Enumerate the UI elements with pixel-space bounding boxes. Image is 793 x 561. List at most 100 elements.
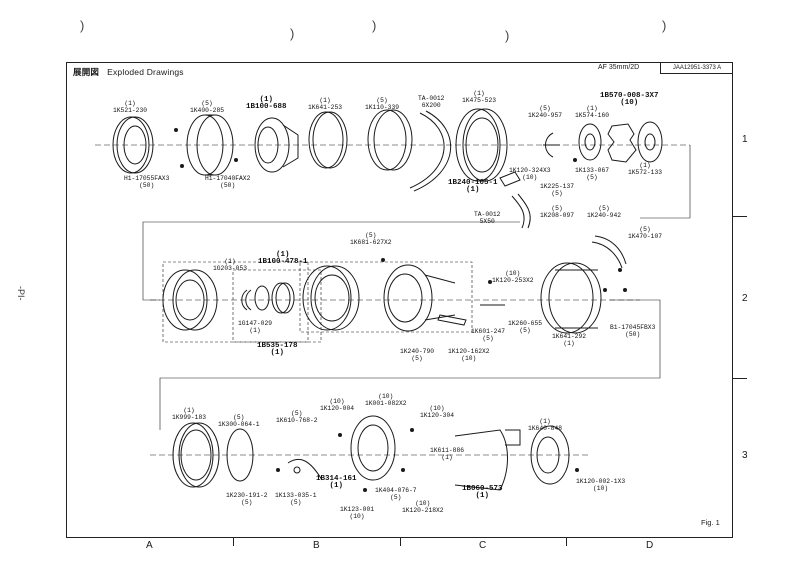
part-label: 1K120-002-1X3(10)	[576, 478, 626, 492]
part-label: (10)1K120-304	[420, 405, 455, 419]
part-label: (10)1K120-004	[320, 398, 355, 412]
row-connector-lines	[142, 145, 691, 430]
part-1g147-029-lens	[254, 285, 270, 311]
part-label: 1K133-035-1(5)	[275, 492, 317, 506]
part-label: (1)1B100-688	[246, 96, 287, 111]
drawing-title: 展開図 Exploded Drawings	[73, 66, 184, 78]
title-english: Exploded Drawings	[107, 67, 184, 77]
part-1k521-230-ring	[112, 116, 154, 174]
part-1b570-008-diaphragm	[607, 123, 637, 163]
part-label: 1K611-886(1)	[430, 447, 465, 461]
part-label: (1)1K641-253	[308, 97, 343, 111]
scan-mark: )	[505, 28, 510, 43]
column-label-c: C	[479, 540, 487, 551]
part-label: 1K133-067(5)	[575, 167, 610, 181]
part-label: 1K601-247(5)	[471, 328, 506, 342]
part-1k470-107-flex	[591, 235, 627, 269]
part-1k574-160-plate	[578, 123, 602, 161]
part-label: 1B570-008-3X7(10)	[600, 92, 659, 107]
part-label: 1G147-029(1)	[238, 320, 273, 334]
part-label: (1)1K521-230	[113, 100, 148, 114]
part-cam-barrel	[383, 264, 456, 332]
part-label: 1K225-137(5)	[540, 183, 575, 197]
part-label: (5)1K300-064-1	[218, 414, 260, 428]
part-label: (5)1K610-768-2	[276, 410, 318, 424]
part-label: (5)1K400-285	[190, 100, 225, 114]
part-label: (1)1K572-133	[628, 162, 663, 176]
column-label-d: D	[646, 540, 654, 551]
assembly-axis-lines	[95, 144, 690, 456]
part-1k110-339-ring	[367, 109, 413, 171]
part-1k400-285-focus-ring	[186, 114, 234, 176]
part-label: 1K240-790(5)	[400, 348, 435, 362]
part-label: 1K641-292(1)	[552, 333, 587, 347]
part-1k999-183-rubber-ring	[172, 422, 220, 488]
part-lens-group-rear	[162, 269, 218, 331]
part-label: 1K123-001(10)	[340, 506, 375, 520]
part-1k240-957-clip	[543, 132, 560, 158]
part-label: (5)1K470-107	[628, 226, 663, 240]
part-label: 1B535-178(1)	[257, 342, 298, 357]
row-divider-tick	[733, 216, 747, 217]
part-label: (10)1K120-218X2	[402, 500, 444, 514]
scan-mark: )	[290, 26, 295, 41]
column-label-a: A	[146, 540, 153, 551]
part-label: 1K404-076-7(5)	[375, 487, 417, 501]
part-label: (5)1K208-097	[540, 205, 575, 219]
part-1k475-523-barrel	[455, 108, 508, 182]
row-label-1: 1	[742, 134, 748, 145]
col-divider-tick	[400, 538, 401, 546]
row-divider-tick	[733, 378, 747, 379]
drawing-frame	[66, 62, 733, 538]
part-label: (1)1K640-848	[528, 418, 563, 432]
part-1g203-053-lens	[241, 289, 252, 311]
part-1k601-247-lever	[437, 304, 505, 326]
part-label: 1K120-162X2(10)	[448, 348, 490, 362]
title-japanese: 展開図	[73, 67, 100, 77]
part-label: (10)1K001-082X2	[365, 393, 407, 407]
part-label: H1-17040FAX2(50)	[205, 175, 251, 189]
part-label: 1B060-573(1)	[462, 485, 503, 500]
part-1k572-133-plate	[637, 121, 663, 163]
lens-model: AF 35mm/2D	[598, 64, 640, 71]
part-label: TA-0012 5X50	[474, 211, 501, 225]
part-1b100-688-barrel	[254, 117, 299, 173]
part-label: (5)1K110-339	[365, 97, 400, 111]
part-1b535-178-unit	[302, 265, 360, 331]
part-1b100-478-1-cell	[271, 282, 295, 314]
part-label: (1)1B100-478-1	[258, 251, 308, 266]
part-label: (10)1K120-253X2	[492, 270, 534, 284]
part-label: (5)1K681-627X2	[350, 232, 392, 246]
part-label: 1B240-105-1(1)	[448, 179, 498, 194]
scan-mark: )	[372, 18, 377, 33]
part-label: 1K230-191-2(5)	[226, 492, 268, 506]
scan-mark: )	[662, 18, 667, 33]
col-divider-tick	[233, 538, 234, 546]
part-label: TA-0012 6X200	[418, 95, 445, 109]
part-label: 1B314-161(1)	[316, 475, 357, 490]
part-label: (5)1K240-957	[528, 105, 563, 119]
col-divider-tick	[566, 538, 567, 546]
screw-icons	[174, 128, 627, 492]
part-1b060-573-cover	[454, 429, 521, 491]
part-1b240-105-1-flex	[499, 171, 531, 229]
part-1k404-076-7-mount	[350, 415, 396, 481]
part-label: 1K260-655(5)	[508, 320, 543, 334]
part-ta-0012-tape	[409, 110, 451, 192]
part-label: H1-17055FAX3(50)	[124, 175, 170, 189]
part-label: 1K120-324X3(10)	[509, 167, 551, 181]
part-label: (5)1K240-942	[587, 205, 622, 219]
figure-label: Fig. 1	[701, 518, 720, 527]
row-label-3: 3	[742, 450, 748, 461]
part-1k640-848-bayonet	[530, 425, 570, 485]
row-label-2: 2	[742, 293, 748, 304]
column-label-b: B	[313, 540, 320, 551]
part-1k641-292-barrel	[540, 262, 602, 334]
part-label: (1)1K999-183	[172, 407, 207, 421]
part-1k300-064-1-ring	[226, 428, 254, 482]
document-code: JAA12951-3373 A	[660, 62, 733, 74]
scan-mark: )	[80, 18, 85, 33]
part-1b314-161-spring	[287, 458, 323, 481]
